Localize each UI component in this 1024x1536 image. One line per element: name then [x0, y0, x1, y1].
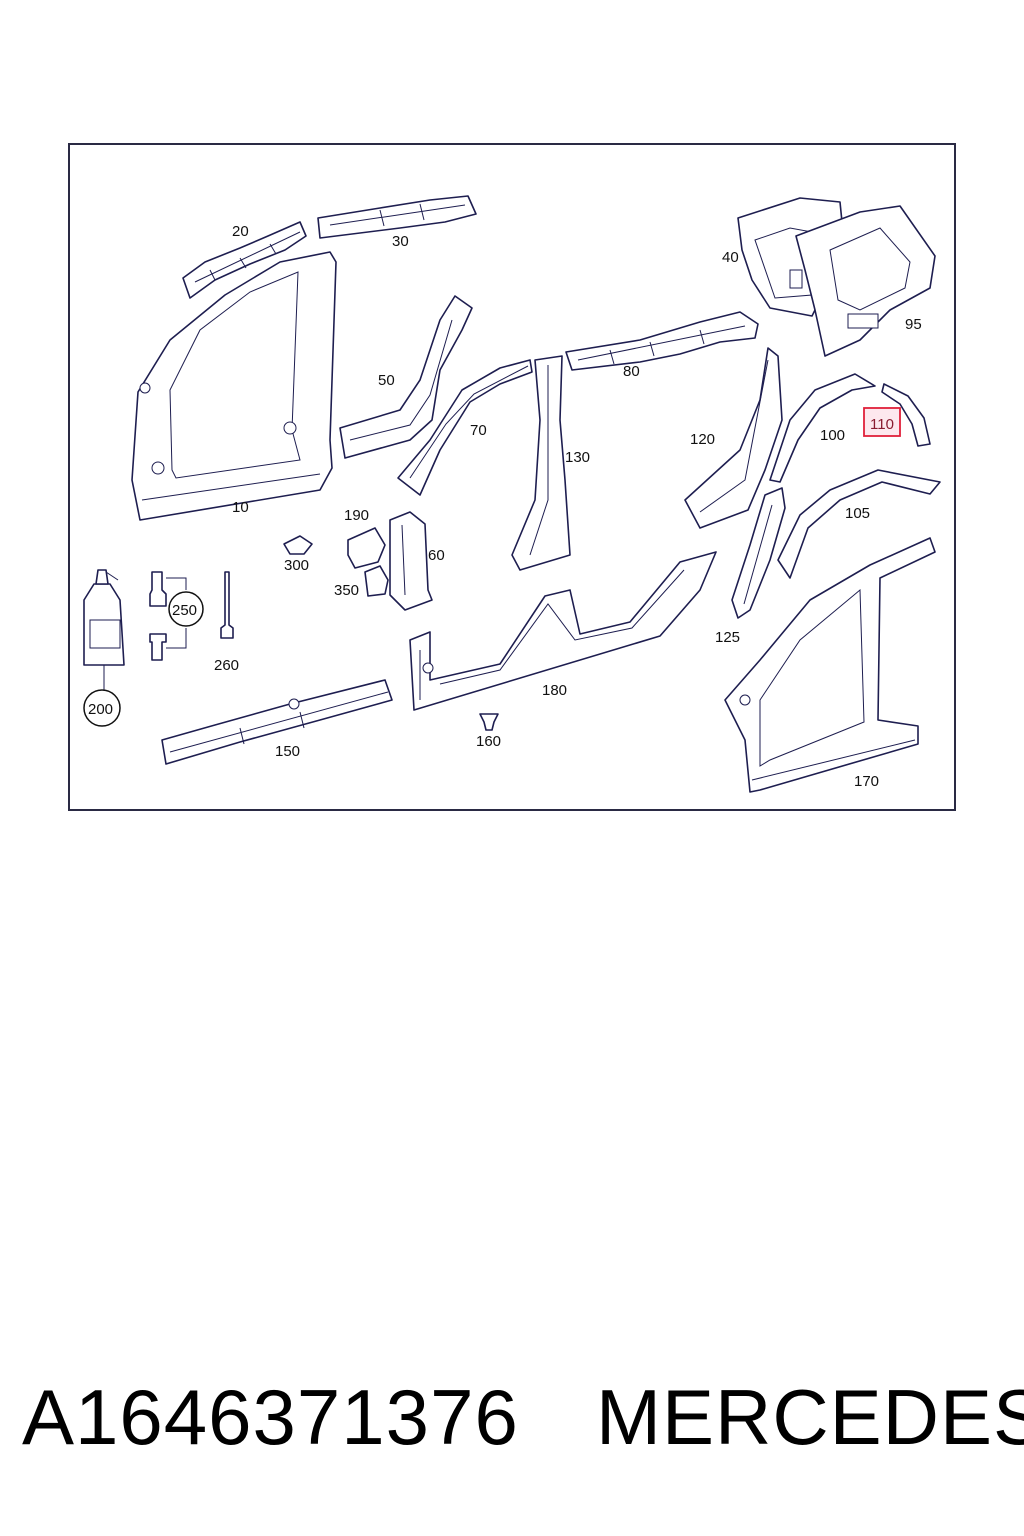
part-300: [283, 535, 313, 555]
part-60: [389, 511, 433, 611]
part-125: [731, 487, 786, 619]
callout-40: 40: [722, 249, 739, 266]
callout-50: 50: [378, 372, 395, 389]
part-110: [881, 383, 931, 447]
callout-170: 170: [854, 773, 879, 790]
callout-110: 110: [870, 416, 894, 433]
callout-250: 250: [172, 602, 197, 619]
part-350: [364, 565, 389, 597]
part-120: [684, 347, 783, 529]
callout-130: 130: [565, 449, 590, 466]
part-170: [724, 537, 936, 793]
footer: A1646371376 MERCEDES: [0, 1372, 1024, 1472]
callout-30: 30: [392, 233, 409, 250]
callout-300: 300: [284, 557, 309, 574]
part-10: [131, 251, 337, 521]
part-190: [347, 527, 386, 569]
part-130: [511, 355, 571, 571]
callout-70: 70: [470, 422, 487, 439]
part-50: [339, 295, 473, 459]
callout-60: 60: [428, 547, 445, 564]
part-100: [769, 373, 876, 483]
callout-10: 10: [232, 499, 249, 516]
callout-125: 125: [715, 629, 740, 646]
callout-200: 200: [88, 701, 113, 718]
part-160: [479, 713, 499, 731]
circle-callout-200: [83, 689, 121, 727]
part-180: [409, 551, 717, 711]
callout-80: 80: [623, 363, 640, 380]
callout-350: 350: [334, 582, 359, 599]
callout-105: 105: [845, 505, 870, 522]
part-70: [397, 359, 533, 496]
callout-190: 190: [344, 507, 369, 524]
part-260: [220, 571, 234, 639]
callout-20: 20: [232, 223, 249, 240]
brand-label: MERCEDES: [596, 1373, 1024, 1461]
part-150: [161, 679, 393, 765]
part-95: [795, 205, 936, 357]
callout-120: 120: [690, 431, 715, 448]
part-250: [149, 571, 187, 661]
callout-180: 180: [542, 682, 567, 699]
callout-260: 260: [214, 657, 239, 674]
callout-95: 95: [905, 316, 922, 333]
part-105: [777, 469, 941, 579]
highlight-box-110: [863, 407, 901, 437]
part-20: [182, 221, 307, 299]
callout-100: 100: [820, 427, 845, 444]
part-200: [83, 569, 125, 690]
part-80: [565, 311, 759, 371]
callout-150: 150: [275, 743, 300, 760]
part-30: [317, 195, 477, 239]
callout-160: 160: [476, 733, 501, 750]
circle-callout-250: [168, 591, 204, 627]
part-number-label: A1646371376: [22, 1373, 519, 1461]
